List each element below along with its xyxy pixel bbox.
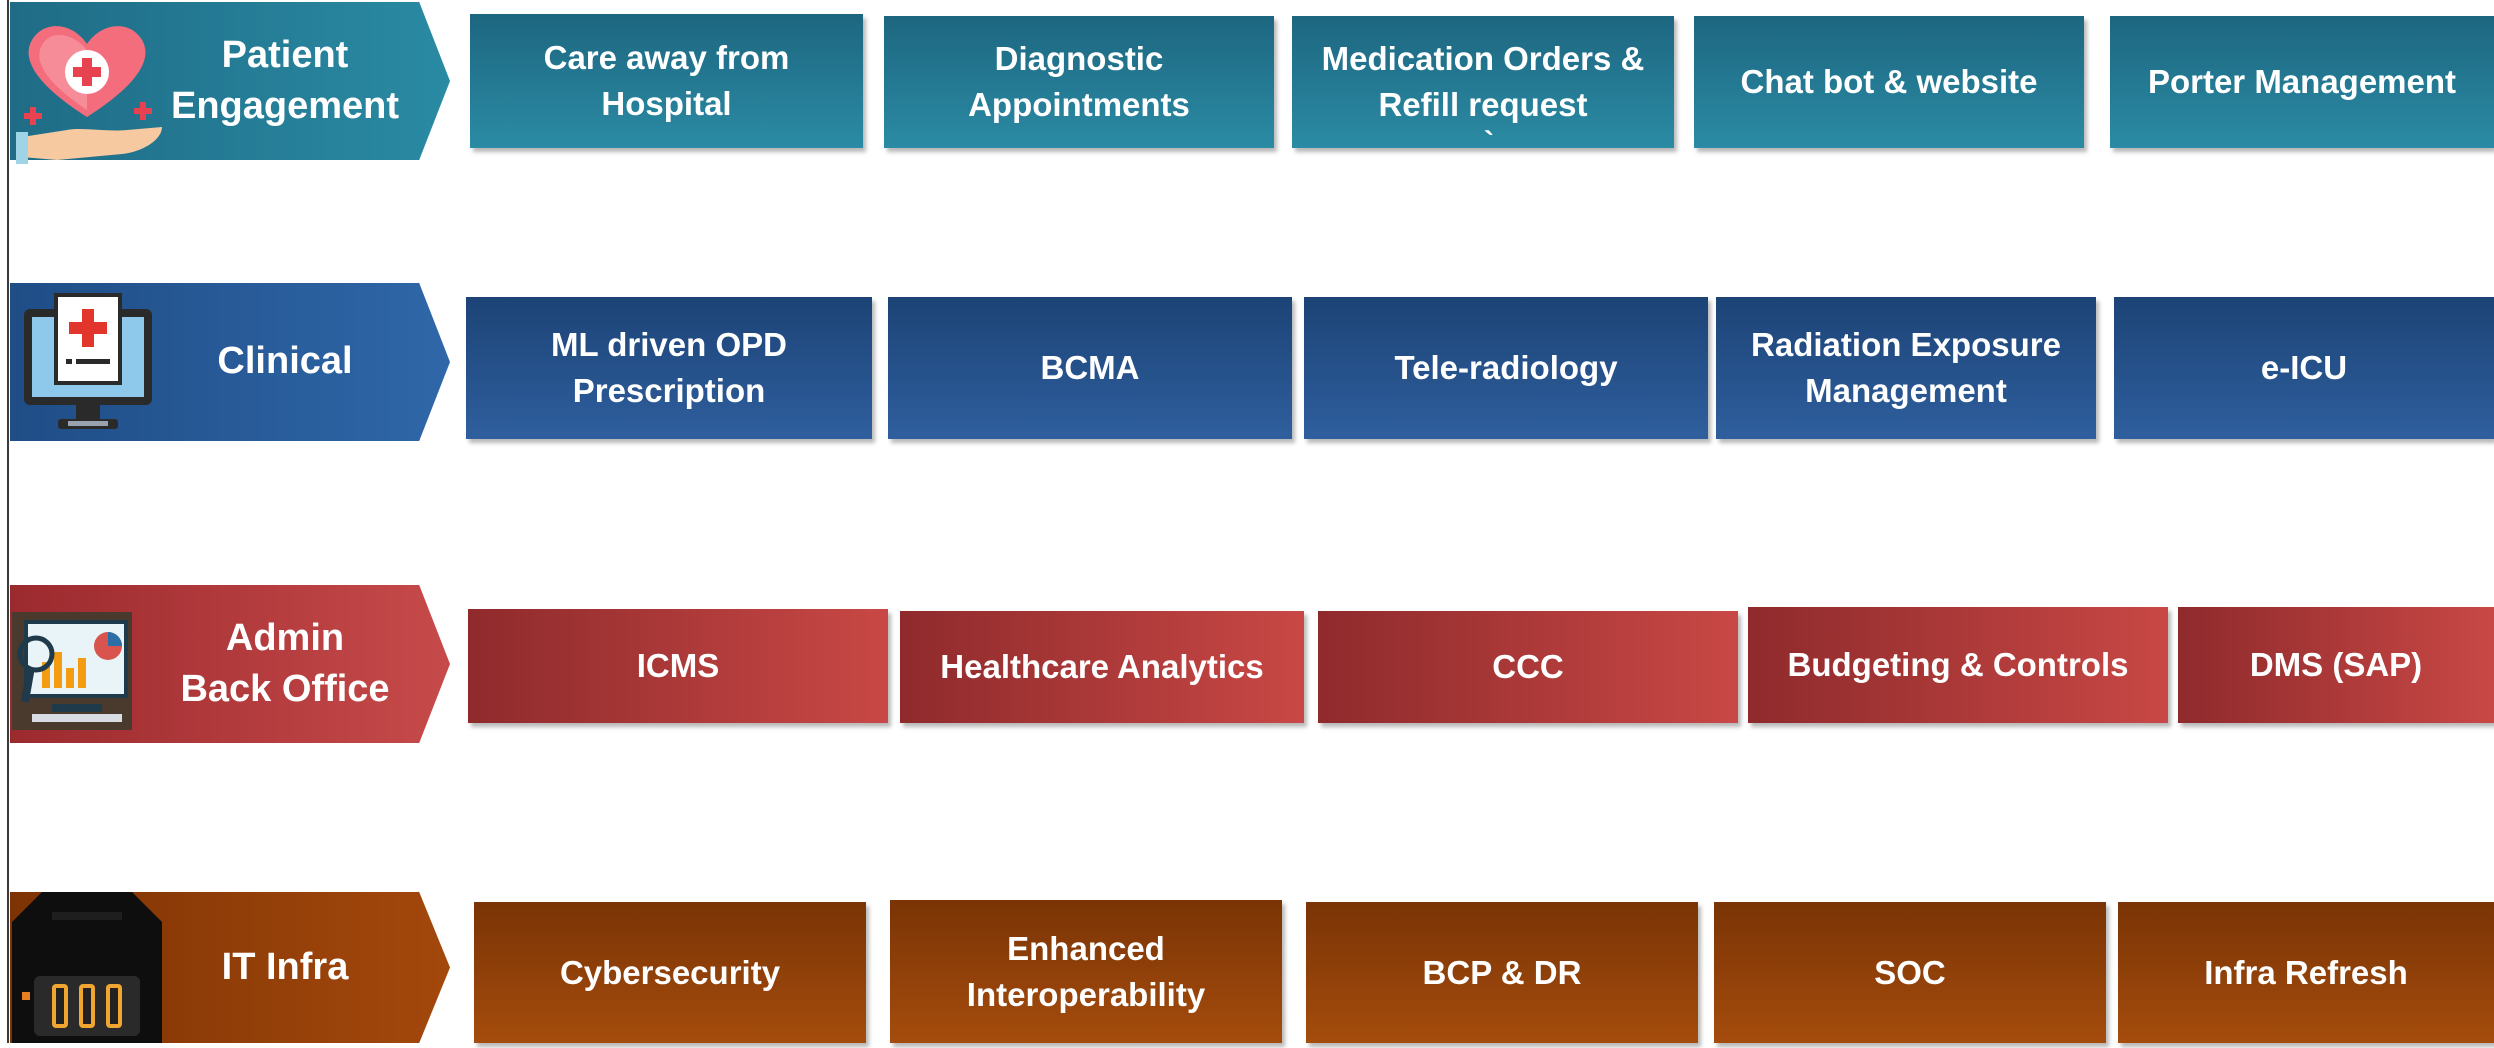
item-box: DMS (SAP) <box>2178 607 2494 723</box>
item-box: Chat bot & website <box>1694 16 2084 148</box>
header-label: Clinical <box>217 340 353 383</box>
item-box: BCMA <box>888 297 1292 439</box>
item-box: ML driven OPD Prescription <box>466 297 872 439</box>
analytics-dashboard-icon <box>12 612 132 730</box>
left-border-line <box>7 0 9 1043</box>
item-box: Infra Refresh <box>2118 902 2494 1043</box>
item-box: ICMS <box>468 609 888 723</box>
item-box: SOC <box>1714 902 2106 1043</box>
header-label: Admin Back Office <box>180 616 390 710</box>
item-box: Healthcare Analytics <box>900 611 1304 723</box>
row-clinical: Clinical ML driven OPD Prescription BCMA… <box>0 283 2494 441</box>
row-admin-back-office: Admin Back Office ICMS Healthcare Analyt… <box>0 585 2494 743</box>
item-box: BCP & DR <box>1306 902 1698 1043</box>
item-box: CCC <box>1318 611 1738 723</box>
medical-monitor-icon <box>12 287 162 437</box>
header-label: Patient Engagement <box>170 33 400 127</box>
item-box: Cybersecurity <box>474 902 866 1043</box>
item-box: Medication Orders & Refill request <box>1292 16 1674 148</box>
item-box: Porter Management <box>2110 16 2494 148</box>
row-patient-engagement: Patient Engagement Care away from Hospit… <box>0 2 2494 164</box>
item-box: Care away from Hospital <box>470 14 863 148</box>
stray-mark: ` <box>1484 126 1494 159</box>
heart-hand-icon <box>12 12 162 164</box>
item-box: Tele-radiology <box>1304 297 1708 439</box>
header-label: IT Infra <box>221 945 349 988</box>
item-box: Enhanced Interoperability <box>890 900 1282 1043</box>
row-it-infra: IT Infra Cybersecurity Enhanced Interope… <box>0 892 2494 1043</box>
item-box: Diagnostic Appointments <box>884 16 1274 148</box>
item-box: Radiation Exposure Management <box>1716 297 2096 439</box>
server-rack-icon <box>12 892 162 1043</box>
item-box: e-ICU <box>2114 297 2494 439</box>
item-box: Budgeting & Controls <box>1748 607 2168 723</box>
